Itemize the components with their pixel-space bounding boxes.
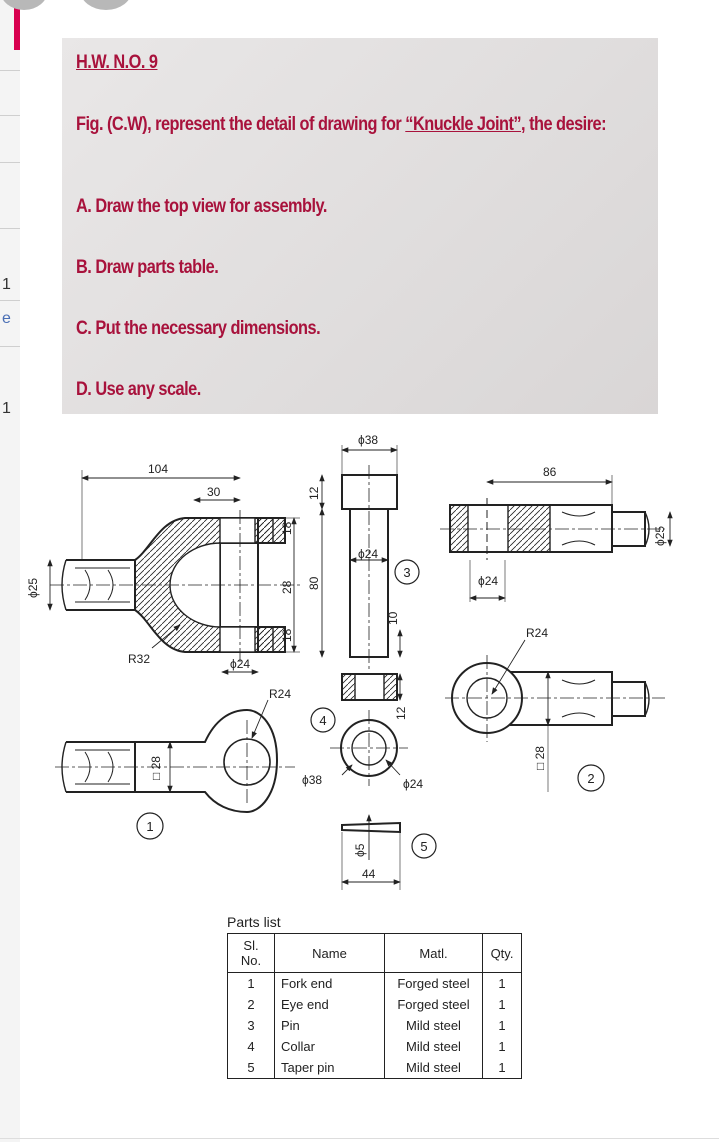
table-cell: 5 (227, 1057, 275, 1079)
table-cell: Taper pin (274, 1057, 385, 1079)
column-header: Sl. No. (227, 933, 275, 973)
task-item-d: D. Use any scale. (76, 379, 201, 400)
table-cell: 1 (482, 972, 522, 994)
dim-text: R24 (526, 626, 548, 640)
avatar-partial[interactable] (80, 0, 132, 10)
table-cell: Eye end (274, 994, 385, 1015)
table-cell: Pin (274, 1015, 385, 1036)
table-row: 5 Taper pin Mild steel 1 (227, 1057, 522, 1079)
column-header: Matl. (384, 933, 483, 973)
dim-text: R32 (128, 652, 150, 666)
balloon-4 (310, 707, 336, 733)
balloon-label: 2 (587, 771, 594, 786)
fork-end-front-view (50, 510, 300, 665)
table-header-row: Sl. No. Name Matl. Qty. (227, 933, 522, 973)
table-cell: Mild steel (384, 1057, 483, 1079)
dim-text: 80 (307, 576, 321, 590)
table-cell: Mild steel (384, 1036, 483, 1057)
balloon-label: 5 (420, 839, 427, 854)
side-glyph: 1 (2, 276, 11, 293)
card-title: H.W. N.O. 9 (76, 52, 158, 73)
dim-text: 86 (543, 465, 557, 479)
knuckle-joint-drawing: 104 30 18 28 18 ϕ25 R32 ϕ24 R24 □ 28 ϕ38… (26, 433, 673, 890)
table-row: 1 Fork end Forged steel 1 (227, 972, 522, 994)
eye-end-top-view (445, 639, 665, 792)
table-cell: 1 (482, 1015, 522, 1036)
task-item-a: A. Draw the top view for assembly. (76, 196, 327, 217)
taper-pin-view (341, 814, 401, 890)
side-glyph: e (2, 310, 11, 327)
table-cell: Mild steel (384, 1015, 483, 1036)
parts-list: Parts list Sl. No. Name Matl. Qty. 1 For… (227, 914, 522, 1079)
dim-text: R24 (269, 687, 291, 701)
dim-text: 18 (280, 628, 294, 642)
dim-text: 18 (280, 521, 294, 535)
dim-text: 28 (280, 580, 294, 594)
collar-section (341, 673, 403, 701)
table-row: 4 Collar Mild steel 1 (227, 1036, 522, 1057)
avatar-partial[interactable] (0, 0, 48, 10)
table-cell: 1 (482, 1057, 522, 1079)
dim-text: ϕ24 (478, 574, 498, 588)
table-cell: 1 (482, 994, 522, 1015)
dim-text: ϕ38 (302, 773, 322, 787)
balloon-label: 3 (403, 565, 410, 580)
table-row: 3 Pin Mild steel 1 (227, 1015, 522, 1036)
eye-end-section-view (440, 475, 673, 602)
table-cell: 3 (227, 1015, 275, 1036)
dim-text: ϕ24 (403, 777, 423, 791)
accent-bar (14, 0, 20, 50)
task-item-c: C. Put the necessary dimensions. (76, 318, 321, 339)
parts-table: Sl. No. Name Matl. Qty. 1 Fork end Forge… (227, 933, 522, 1079)
dim-text: ϕ25 (653, 526, 667, 546)
balloon-label: 1 (146, 819, 153, 834)
dim-text: 10 (386, 611, 400, 625)
dim-text: 30 (207, 485, 221, 499)
balloon-3 (394, 559, 420, 585)
table-cell: 1 (482, 1036, 522, 1057)
dim-text: ϕ25 (26, 578, 40, 598)
table-cell: Forged steel (384, 972, 483, 994)
table-cell: Forged steel (384, 994, 483, 1015)
column-header: Name (274, 933, 385, 973)
collar-top-view (330, 710, 408, 786)
dim-text: □ 28 (533, 746, 547, 770)
column-header: Qty. (482, 933, 522, 973)
left-sidebar-strip: 1 e 1 (0, 0, 20, 1142)
dim-text: 12 (394, 706, 408, 720)
table-cell: 4 (227, 1036, 275, 1057)
balloon-label: 4 (319, 713, 326, 728)
table-cell: Collar (274, 1036, 385, 1057)
dim-text: ϕ24 (358, 547, 378, 561)
dim-text: □ 28 (149, 756, 163, 780)
dim-text: ϕ24 (230, 657, 250, 671)
balloon-5 (411, 833, 437, 859)
table-row: 2 Eye end Forged steel 1 (227, 994, 522, 1015)
fork-end-top-view (55, 699, 295, 814)
dim-text: ϕ5 (353, 843, 367, 857)
table-cell: 1 (227, 972, 275, 994)
parts-list-title: Parts list (227, 914, 281, 930)
figure-description: Fig. (C.W), represent the detail of draw… (76, 114, 607, 135)
table-cell: 2 (227, 994, 275, 1015)
table-cell: Fork end (274, 972, 385, 994)
dim-text: 12 (307, 486, 321, 500)
pin-view (319, 445, 403, 670)
balloon-2 (577, 764, 605, 792)
knuckle-joint-label: “Knuckle Joint” (405, 114, 522, 135)
dim-text: 104 (148, 462, 168, 476)
dim-text: ϕ38 (358, 433, 378, 447)
side-glyph: 1 (2, 400, 11, 417)
bottom-divider (0, 1138, 719, 1139)
homework-card: H.W. N.O. 9 Fig. (C.W), represent the de… (62, 38, 658, 414)
balloon-1 (136, 812, 164, 840)
task-item-b: B. Draw parts table. (76, 257, 219, 278)
dim-text: 44 (362, 867, 376, 881)
